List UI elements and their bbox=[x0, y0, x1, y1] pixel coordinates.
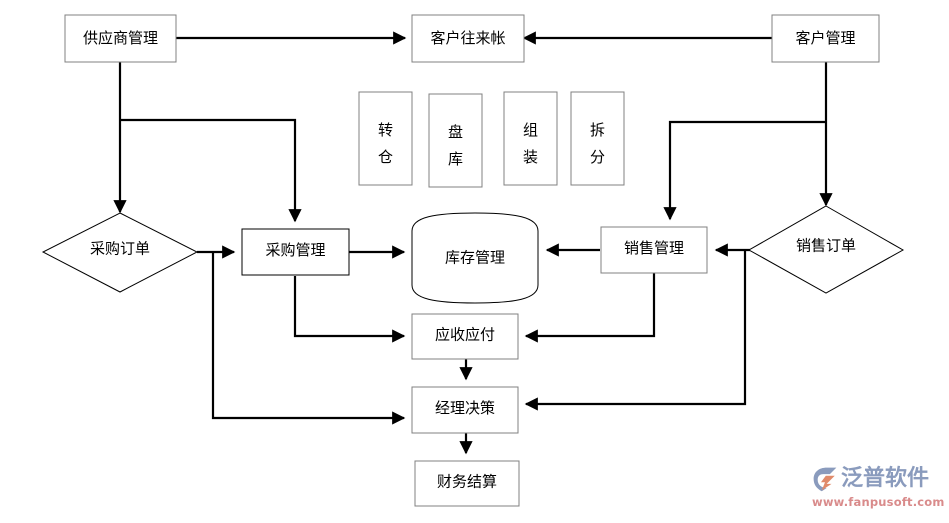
node-purchase-order-label: 采购订单 bbox=[90, 240, 150, 257]
node-stocktake[interactable]: 盘 库 bbox=[428, 93, 483, 188]
node-supplier-mgmt[interactable]: 供应商管理 bbox=[64, 14, 177, 63]
node-manager-decision-label: 经理决策 bbox=[435, 400, 495, 417]
node-sales-order[interactable]: 销售订单 bbox=[747, 205, 905, 294]
node-manager-decision[interactable]: 经理决策 bbox=[411, 386, 519, 434]
conn-sales-mgmt-to-receivable-payable bbox=[524, 273, 656, 343]
node-inventory-mgmt-label: 库存管理 bbox=[445, 249, 505, 266]
node-receivable-payable-label: 应收应付 bbox=[435, 325, 495, 343]
node-purchase-mgmt-label: 采购管理 bbox=[265, 242, 325, 259]
node-purchase-mgmt[interactable]: 采购管理 bbox=[241, 228, 350, 276]
node-assemble[interactable]: 组 装 bbox=[503, 91, 558, 186]
node-assemble-label-1: 组 bbox=[523, 122, 538, 139]
node-customer-mgmt[interactable]: 客户管理 bbox=[771, 14, 880, 63]
node-stocktake-label-1: 盘 bbox=[448, 123, 463, 141]
node-stocktake-label-2: 库 bbox=[448, 151, 463, 168]
node-finance-settlement[interactable]: 财务结算 bbox=[414, 460, 520, 507]
node-sales-mgmt-label: 销售管理 bbox=[624, 240, 684, 257]
node-receivable-payable[interactable]: 应收应付 bbox=[411, 313, 519, 360]
node-purchase-order[interactable]: 采购订单 bbox=[41, 212, 199, 293]
conn-customer-mgmt-to-sales-mgmt bbox=[663, 120, 826, 221]
node-sales-order-label: 销售订单 bbox=[796, 237, 856, 254]
node-inventory-mgmt[interactable]: 库存管理 bbox=[411, 212, 539, 304]
conn-sales-order-to-manager-decision bbox=[524, 250, 747, 411]
node-disassemble-label-2: 分 bbox=[590, 149, 605, 166]
node-disassemble[interactable]: 拆 分 bbox=[570, 91, 625, 186]
node-customer-mgmt-label: 客户管理 bbox=[795, 30, 855, 47]
node-assemble-label-2: 装 bbox=[523, 149, 538, 166]
conn-purchase-mgmt-to-receivable-payable bbox=[293, 276, 406, 343]
node-transfer-warehouse-label-2: 仓 bbox=[378, 149, 393, 166]
node-customer-account[interactable]: 客户往来帐 bbox=[411, 14, 525, 63]
node-transfer-warehouse-label-1: 转 bbox=[378, 122, 393, 139]
node-disassemble-label-1: 拆 bbox=[590, 122, 605, 139]
conn-purchase-order-to-manager-decision bbox=[211, 252, 406, 425]
node-supplier-mgmt-label: 供应商管理 bbox=[83, 29, 158, 47]
node-sales-mgmt[interactable]: 销售管理 bbox=[600, 226, 708, 274]
node-transfer-warehouse[interactable]: 转 仓 bbox=[358, 91, 413, 186]
node-customer-account-label: 客户往来帐 bbox=[430, 30, 505, 47]
conn-supplier-to-purchase-mgmt bbox=[120, 118, 302, 223]
node-finance-settlement-label: 财务结算 bbox=[437, 472, 497, 490]
